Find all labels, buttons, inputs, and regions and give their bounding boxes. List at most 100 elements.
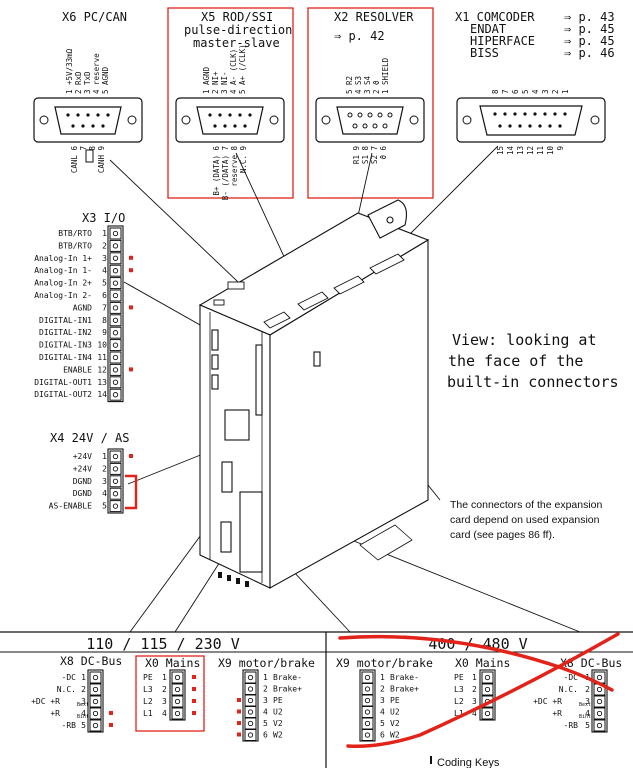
right-x0-pin-number: 3: [472, 697, 477, 706]
x3-pin-number: 5: [102, 279, 107, 288]
x3-pin-number: 10: [97, 341, 107, 350]
x1-pin-number: 12: [526, 146, 535, 155]
left-x9-pin-number: 3: [263, 696, 268, 705]
x6-pin-label: 2 RxD: [74, 71, 83, 94]
right-x8-pin-number: 5: [585, 721, 590, 730]
x1-title: X1 COMCODER: [455, 10, 535, 24]
x4-terminal: [109, 500, 122, 513]
expansion-note-line-2: card depend on used expansion: [450, 514, 600, 526]
x5-subtitle-2: master-slave: [193, 36, 280, 50]
x1-pin-number: 9: [556, 146, 565, 151]
x2-sub-d-connector: [315, 97, 425, 143]
x4-pin-number: 4: [102, 489, 107, 498]
expansion-note-line-1: The connectors of the expansion: [450, 499, 603, 511]
x3-terminal: [109, 277, 122, 290]
x4-pin-label: AS-ENABLE: [49, 502, 93, 511]
left-x9-marker: [237, 698, 241, 702]
right-x8-pin-label: N.C.: [559, 685, 578, 694]
x2-pin-label: S2 7: [370, 146, 379, 164]
right-x9-terminal: [361, 683, 374, 695]
x3-pin-label: DIGITAL-IN2: [39, 328, 92, 337]
x5-pin-labels-top: 1 AGND 2 NI+ 3 NI- 4 A- (CLK) 5 A+ (/CLK…: [202, 44, 247, 94]
servo-drive-body: [198, 199, 430, 589]
right-x9-terminal: [361, 717, 374, 730]
left-x9-pin-number: 5: [263, 719, 268, 728]
x5-highlight-box: [167, 7, 294, 199]
left-x8-pin-label: N.C.: [57, 685, 76, 694]
x3-terminal: [109, 239, 122, 252]
left-x0-marker: [192, 675, 196, 679]
x3-terminal: [109, 388, 122, 401]
x6-pin-label: 7: [79, 146, 88, 151]
x6-pin-labels-top: 1 +5V/33mΩ 2 RxD 3 TxD 4 reserve 5 AGND: [65, 48, 110, 94]
x2-pin-label: 1 SHIELD: [381, 57, 390, 94]
left-x8-pin-number: 3: [81, 697, 86, 706]
right-x9-pin-number: 5: [380, 719, 385, 728]
x1-pin-number: 5: [521, 89, 530, 94]
left-x9-terminal: [244, 671, 257, 684]
left-x9-pin-label: Brake-: [273, 673, 302, 682]
left-x9-terminal: [244, 683, 257, 695]
x6-pin-label: CANH 9: [97, 146, 106, 173]
x4-red-bridge: [125, 474, 138, 510]
right-x9-housing: [359, 669, 376, 742]
x4-pin-label: +24V: [73, 464, 92, 473]
left-x0-terminal: [171, 671, 184, 684]
x3-pin-label: Analog-In 1-: [34, 266, 92, 275]
right-x8-pin-sub: Bint: [579, 714, 591, 720]
x3-pin-label: DIGITAL-IN1: [39, 316, 92, 325]
x3-pin-label: DIGITAL-IN3: [39, 341, 92, 350]
left-x8-pin-label: -DC: [62, 673, 77, 682]
right-x8-pin-label: -RB: [564, 721, 579, 730]
x1-pin-number: 11: [536, 146, 545, 155]
left-x9-pin-label: W2: [273, 731, 283, 740]
x1-ref-3: ⇒ p. 45: [564, 34, 615, 48]
x3-pin-label: BTB/RTO: [58, 229, 92, 238]
x4-marker: [129, 454, 133, 458]
left-x9-terminal: [244, 706, 257, 718]
left-x8-pin-number: 5: [81, 721, 86, 730]
left-x9-pin-label: Brake+: [273, 685, 302, 694]
left-x8-terminal: [89, 671, 102, 684]
x3-pin-number: 8: [102, 316, 107, 325]
x1-pin-number: 4: [531, 89, 540, 94]
x5-pin-label: 3 NI-: [220, 71, 229, 94]
x3-terminal: [109, 351, 122, 364]
x5-subtitle-1: pulse-direction: [184, 23, 292, 37]
left-x0-pin-number: 4: [162, 709, 167, 718]
right-x8-pin-number: 4: [585, 709, 590, 718]
left-x8-marker: [109, 711, 113, 715]
x3-pin-label: Analog-In 2+: [34, 279, 92, 288]
left-x8-housing: [87, 669, 104, 733]
x6-pin-label: 4 reserve: [92, 53, 101, 94]
x3-terminal: [109, 264, 122, 277]
left-x8-terminal: [89, 683, 102, 696]
x3-marker: [129, 305, 133, 310]
left-x9-pin-label: U2: [273, 708, 283, 717]
x2-page-ref: ⇒ p. 42: [334, 29, 385, 43]
x3-pin-label: BTB/RTO: [58, 241, 92, 250]
left-x9-pin-number: 2: [263, 685, 268, 694]
coding-key-symbol: [430, 756, 432, 764]
right-x9-pin-number: 3: [380, 696, 385, 705]
right-x9-pin-label: Brake-: [390, 673, 419, 682]
x1-pin-number: 10: [546, 146, 555, 156]
right-x9-pin-number: 4: [380, 708, 385, 717]
x3-pin-label: DIGITAL-OUT2: [34, 390, 92, 399]
left-x0-marker: [192, 687, 196, 691]
x2-pin-label: 4 S3: [354, 76, 363, 94]
x1-pin-number: 6: [511, 89, 520, 94]
x6-pin-label: 1 +5V/33mΩ: [65, 48, 74, 94]
left-x8-title: X8 DC-Bus: [60, 654, 122, 668]
left-x0-pin-number: 3: [162, 697, 167, 706]
x5-sub-d-connector: [175, 97, 285, 143]
left-x0-terminal: [171, 707, 184, 720]
x3-pin-number: 4: [102, 266, 107, 275]
x3-pin-label: DIGITAL-OUT1: [34, 378, 92, 387]
right-x0-pin-label: L3: [454, 685, 464, 694]
